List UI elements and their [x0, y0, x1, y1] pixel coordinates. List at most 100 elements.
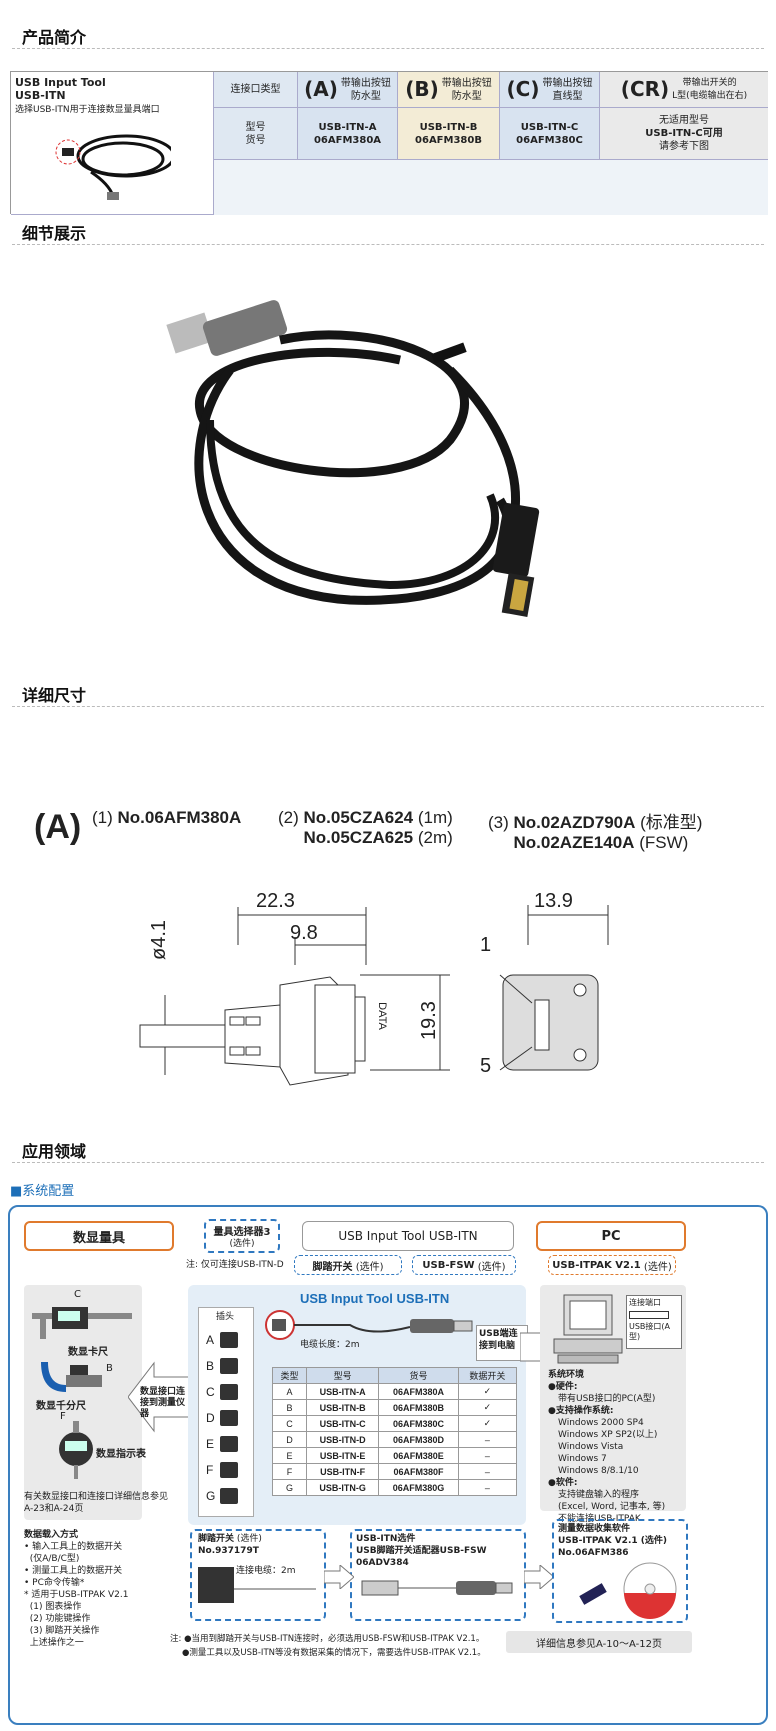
- list-item: 上述操作之一: [24, 1638, 84, 1648]
- table-cell: 06AFM380G: [378, 1479, 459, 1496]
- plug-row: F: [206, 1457, 252, 1483]
- col-c-header: (C)带输出按钮直线型: [500, 72, 600, 108]
- env-sw: ●软件:: [548, 1478, 578, 1488]
- section-title-intro: 产品简介: [22, 28, 87, 47]
- plug-row: B: [206, 1353, 252, 1379]
- gauge-box: 数显量具: [24, 1221, 174, 1251]
- arrow-right-icon: [524, 1565, 554, 1589]
- table-header: 货号: [378, 1367, 459, 1384]
- input-title: 数据载入方式: [24, 1530, 79, 1540]
- table-header: 型号: [305, 1367, 380, 1384]
- fsw-title: 脚踏开关 (选件): [198, 1534, 262, 1544]
- list-item: Windows 8/8.1/10: [558, 1466, 639, 1476]
- dims-letter: (A): [34, 808, 82, 846]
- plug-icon: [220, 1488, 238, 1504]
- plug-label: 插头: [216, 1312, 235, 1322]
- list-item: (2) 功能键操作: [24, 1614, 91, 1624]
- input-list: • 输入工具上的数据开关 (仅A/B/C型)• 测量工具上的数据开关• PC命令…: [24, 1541, 128, 1649]
- table-cell: E: [272, 1447, 307, 1464]
- system-diagram: 数显量具 量具选择器3(选件) USB Input Tool USB-ITN P…: [8, 1205, 768, 1725]
- list-item: Windows 7: [558, 1454, 607, 1464]
- table-cell: 06AFM380F: [378, 1463, 459, 1480]
- data-label: DATA: [375, 1002, 388, 1030]
- list-item: Windows 2000 SP4: [558, 1418, 644, 1428]
- table-cell: B: [272, 1399, 307, 1416]
- footswitch-box: 脚踏开关 (选件): [294, 1255, 402, 1275]
- product-model: USB-ITN: [15, 89, 66, 102]
- table-cell: USB-ITN-A: [305, 1383, 380, 1400]
- note-2: ●测量工具以及USB-ITN等没有数据采集的情况下，需要选件USB-ITPAK …: [182, 1648, 486, 1658]
- table-cell: –: [457, 1479, 518, 1496]
- software-cd-icon: [579, 1562, 677, 1619]
- list-item: (Excel, Word, 记事本, 等): [558, 1502, 666, 1512]
- table-cell: ✓: [457, 1399, 518, 1416]
- plug-icon: [220, 1410, 238, 1426]
- table-cell: 06AFM380C: [378, 1415, 459, 1432]
- more-info-link[interactable]: 详细信息参见A-10～A-12页: [506, 1631, 692, 1653]
- soft-name: USB-ITPAK V2.1 (选件): [558, 1536, 667, 1546]
- plug-icon: [220, 1384, 238, 1400]
- label-conn-type: 连接口类型: [214, 72, 298, 108]
- plug-row: A: [206, 1327, 252, 1353]
- table-cell: 06AFM380B: [378, 1399, 459, 1416]
- label-model-code: 型号货号: [214, 108, 298, 160]
- table-header: 数据开关: [457, 1367, 518, 1384]
- table-cell: ✓: [457, 1415, 518, 1432]
- divider: [12, 48, 764, 49]
- env-hw: ●硬件:: [548, 1382, 578, 1392]
- section-title-app: 应用领域: [22, 1142, 87, 1161]
- fsw-number: No.937179T: [198, 1546, 259, 1556]
- table-header: 类型: [272, 1367, 307, 1384]
- table-cell: USB-ITN-B: [305, 1399, 380, 1416]
- soft-box: [552, 1519, 688, 1623]
- plug-row: C: [206, 1379, 252, 1405]
- soft-title: 测量数据收集软件: [558, 1524, 631, 1534]
- list-item: Windows XP SP2(以上): [558, 1430, 658, 1440]
- table-cell: 06AFM380D: [378, 1431, 459, 1448]
- indicator-letter: F: [60, 1411, 66, 1422]
- dimension-drawing: [139, 905, 609, 1086]
- plug-letter: C: [206, 1385, 215, 1399]
- plug-letter: G: [206, 1489, 216, 1503]
- ports-note: 有关数显接口和连接口详细信息参见A-23和A-24页: [24, 1492, 169, 1514]
- divider: [12, 706, 764, 707]
- list-item: * 适用于USB-ITPAK V2.1: [24, 1590, 129, 1600]
- micrometer-letter: B: [106, 1363, 113, 1374]
- arrow-right-icon: [324, 1565, 354, 1589]
- plug-icon: [220, 1358, 238, 1374]
- pc-icon: [553, 1294, 623, 1364]
- micrometer-label: 数显千分尺: [36, 1401, 86, 1412]
- arrow-left-label: 数显接口连接到测量仪器: [140, 1387, 186, 1419]
- product-name: USB Input Tool: [15, 76, 106, 89]
- plug-letter: B: [206, 1359, 215, 1373]
- itnopt-sub: USB脚踏开关适配器USB-FSW: [356, 1546, 487, 1556]
- product-table: USB Input Tool USB-ITN 选择USB-ITN用于连接数显量具…: [10, 71, 768, 215]
- note-d: 注: 仅可连接USB-ITN-D: [186, 1260, 284, 1270]
- list-item: (仅A/B/C型): [24, 1554, 80, 1564]
- arrow-left-icon: [128, 1361, 190, 1433]
- table-cell: –: [457, 1431, 518, 1448]
- indicator-icon: [59, 1421, 93, 1479]
- product-cell: USB Input Tool USB-ITN 选择USB-ITN用于连接数显量具…: [11, 72, 214, 215]
- plug-icon: [220, 1462, 238, 1478]
- list-item: (1) 图表操作: [24, 1602, 82, 1612]
- list-item: Windows Vista: [558, 1442, 624, 1452]
- usb-to-pc-label: USB端连接到电脑: [476, 1325, 528, 1361]
- soft-number: No.06AFM386: [558, 1548, 629, 1558]
- plug-icon: [220, 1332, 238, 1348]
- cable-thumbnail-image: [55, 134, 171, 200]
